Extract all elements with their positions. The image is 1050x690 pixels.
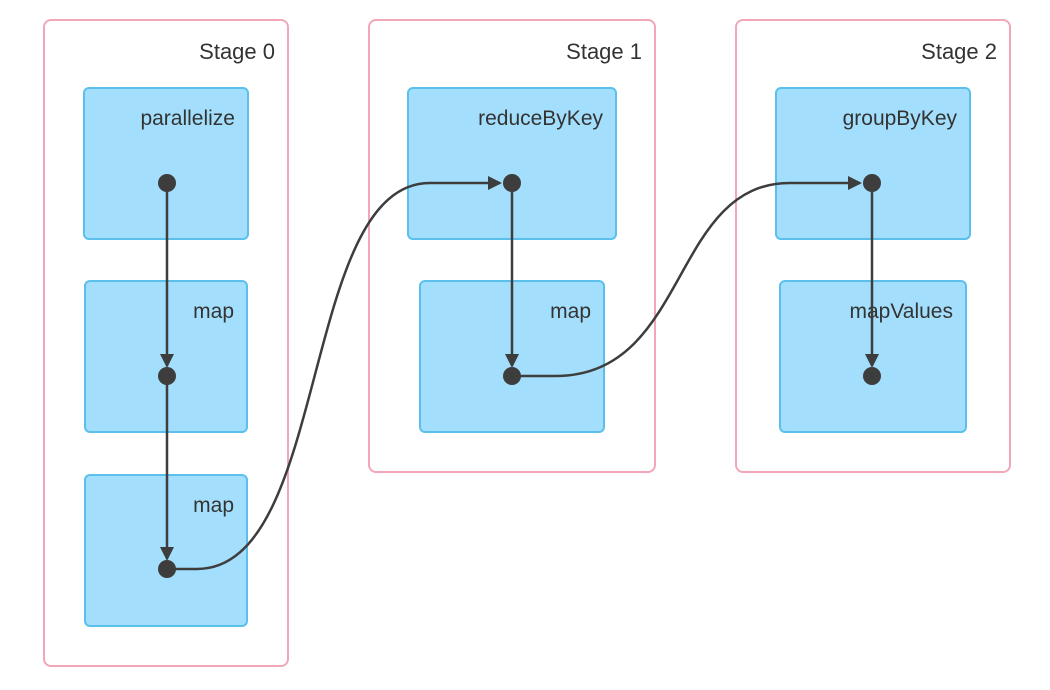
op-stage0-map-2[interactable]: map: [84, 474, 248, 627]
op-mapvalues[interactable]: mapValues: [779, 280, 967, 433]
op-stage1-map[interactable]: map: [419, 280, 605, 433]
stage-0-label: Stage 0: [199, 39, 275, 64]
op-stage0-map-2-label: map: [193, 494, 234, 517]
op-stage1-map-label: map: [550, 300, 591, 323]
op-groupbykey-label: groupByKey: [842, 107, 957, 130]
op-mapvalues-label: mapValues: [849, 300, 953, 323]
op-stage0-map-1[interactable]: map: [84, 280, 248, 433]
op-parallelize[interactable]: parallelize: [83, 87, 249, 240]
op-groupbykey[interactable]: groupByKey: [775, 87, 971, 240]
op-stage0-map-1-label: map: [193, 300, 234, 323]
op-reducebykey-label: reduceByKey: [478, 107, 603, 130]
op-parallelize-label: parallelize: [140, 107, 235, 130]
stage-2-label: Stage 2: [921, 39, 997, 64]
op-reducebykey[interactable]: reduceByKey: [407, 87, 617, 240]
stage-1-label: Stage 1: [566, 39, 642, 64]
